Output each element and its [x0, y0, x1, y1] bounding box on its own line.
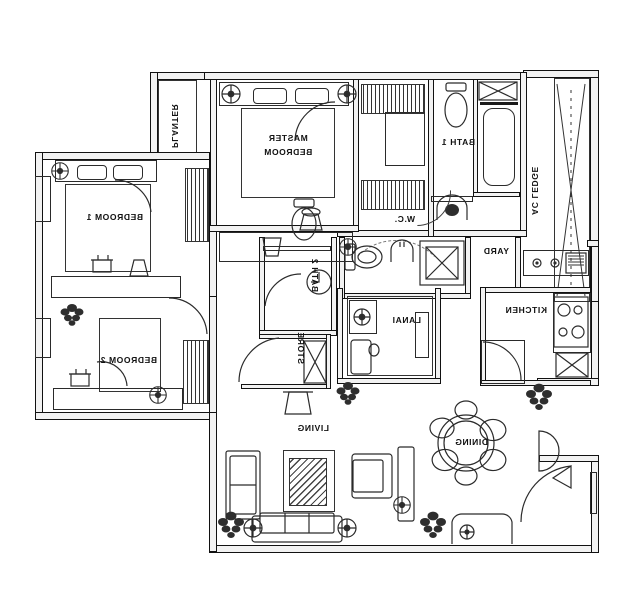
bath2-toilet-icon — [291, 198, 317, 241]
bedroom1-lamp-icon — [91, 255, 113, 273]
wc-toilet-bath1-icon — [444, 82, 468, 128]
wall-planter-right — [150, 72, 158, 160]
label-bath-1: BATH 1 — [441, 137, 475, 147]
label-store: STORE — [296, 331, 306, 364]
label-wc: W.C. — [394, 214, 415, 224]
living-side-table-icon — [397, 446, 415, 522]
kitchen-hob-icon — [553, 296, 589, 348]
wall-top-acledge — [523, 70, 599, 78]
bedroom2-lamp-icon — [69, 369, 91, 387]
store-stool-icon — [283, 391, 313, 415]
wall-planter-top — [150, 72, 205, 80]
living-plant-right-icon — [218, 511, 244, 538]
entry-door-swing-icon — [520, 464, 572, 523]
wardrobe-master-upper — [361, 84, 425, 114]
yard-sink-icon — [532, 252, 587, 274]
label-planter: PLANTER — [170, 103, 180, 148]
bath2-shower-divider — [263, 246, 331, 251]
bedroom1-wardrobe — [185, 168, 209, 242]
master-lamp-icon — [299, 207, 323, 231]
ceiling-fan-bedroom1-icon — [51, 162, 69, 180]
wall-left-lower — [591, 300, 599, 385]
living-bench-icon — [451, 513, 513, 544]
label-lanai: LANAI — [392, 315, 421, 325]
dining-side-cabinet-icon — [538, 430, 560, 472]
living-fan-bench-icon — [393, 496, 411, 514]
living-fan-left-icon — [337, 518, 357, 538]
lanai-washer-icon — [353, 308, 371, 326]
wall-master-bottom — [209, 225, 359, 232]
ceiling-fan-master3-icon — [339, 238, 357, 256]
label-bath-2: BATH 2 — [310, 258, 320, 292]
wc-toilet-icon — [344, 243, 383, 271]
bathtub — [483, 108, 515, 186]
living-plant-mid-icon — [333, 378, 363, 408]
wall-bath1-mid-bot — [473, 192, 520, 197]
bedroom1-chair-icon — [129, 259, 149, 277]
living-fan-right-icon — [243, 518, 263, 538]
bath2-basin-icon — [306, 269, 332, 295]
wall-rightwing-bottom — [35, 412, 217, 420]
wardrobe-master-lower — [361, 180, 425, 210]
shower-head-icon — [478, 81, 518, 101]
wc-wash-basin-icon — [390, 239, 414, 262]
kitchen-plant-icon — [525, 378, 555, 408]
wall-rightwing-top — [35, 152, 217, 160]
living-tv-console-icon — [225, 450, 261, 520]
closet-recess — [385, 112, 425, 166]
living-rug-hatch — [289, 458, 327, 506]
lanai-plant-icon — [336, 382, 360, 405]
kitchen-counter-left — [553, 293, 591, 353]
wall-bottom-main — [209, 545, 599, 553]
wall-yard-kitchen — [515, 237, 521, 293]
master-vase-icon — [262, 237, 282, 257]
bedroom2-plant-icon — [60, 304, 84, 326]
window-bedroom2 — [35, 318, 51, 358]
wall-acledge-bath1 — [520, 72, 527, 237]
store-shelf-icon — [303, 340, 327, 384]
living-plant-left-icon — [420, 511, 446, 538]
label-master-bedroom-line2: BEDROOM — [263, 147, 313, 157]
bedroom2-door-swing-icon — [168, 297, 208, 335]
label-kitchen: KITCHEN — [505, 305, 547, 315]
master-door-swing-icon — [294, 101, 336, 141]
bedroom2-bed-swing-icon — [96, 361, 128, 387]
lanai-sink-icon — [350, 339, 380, 375]
label-bedroom-1: BEDROOM 1 — [86, 212, 143, 222]
wc-shower-tray-icon — [419, 240, 465, 286]
ac-ledge-mesh-icon — [556, 83, 586, 297]
wash-basin-bath1-icon — [436, 194, 468, 220]
label-living: LIVING — [297, 423, 329, 433]
wall-yard-top — [587, 240, 599, 247]
bathtub-rim — [480, 102, 518, 105]
store-door-swing-icon — [238, 337, 280, 383]
ceiling-fan-bedroom2-icon — [149, 386, 167, 404]
label-ac-ledge: AC LEDGE — [530, 166, 540, 215]
living-armchair-icon — [351, 453, 393, 499]
window-bedroom1 — [35, 176, 51, 222]
kitchen-door-swing-icon — [482, 341, 522, 381]
ceiling-fan-master2-icon — [221, 84, 241, 104]
wall-rightwing-left-lower — [209, 296, 217, 420]
label-yard: YARD — [483, 246, 509, 256]
bedroom1-door-swing-icon — [114, 179, 152, 213]
label-dining: DINING — [454, 437, 488, 447]
wall-wc-block — [465, 237, 471, 299]
dining-plant-icon — [526, 383, 552, 410]
kitchen-cabinet-icon — [555, 352, 589, 378]
wall-master-right — [210, 79, 217, 231]
bath2-door-swing-icon — [264, 273, 302, 307]
bedroom1-desk — [51, 276, 181, 298]
wall-yard-left — [591, 240, 599, 302]
dining-table-set-icon — [429, 400, 507, 486]
label-bedroom-2: BEDROOM 2 — [100, 355, 157, 365]
bedroom2-wardrobe — [183, 340, 209, 404]
entry-window — [590, 472, 597, 514]
ceiling-fan-master-icon — [337, 84, 357, 104]
label-master-bedroom-line1: MASTER — [268, 133, 308, 143]
